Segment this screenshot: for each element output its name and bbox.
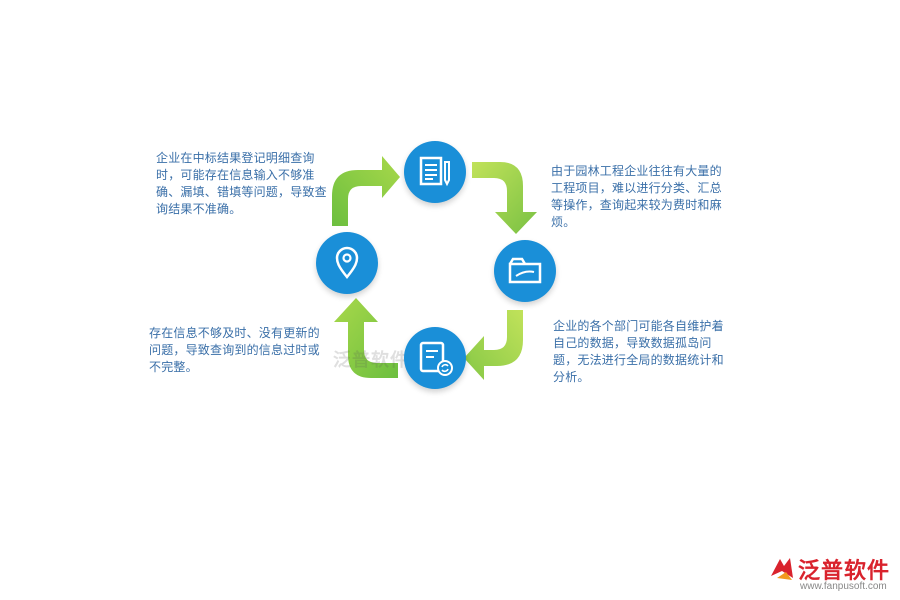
- arrow-left-to-top: [332, 156, 400, 226]
- node-bottom: [404, 327, 466, 389]
- text-bottom-left: 存在信息不够及时、没有更新的问题，导致查询到的信息过时或不完整。: [149, 326, 320, 374]
- brand-logo-icon: [771, 558, 793, 580]
- watermark: 泛普软件: [333, 350, 409, 371]
- arrow-right-to-bottom: [464, 310, 523, 380]
- text-bottom-right: 企业的各个部门可能各自维护着自己的数据，导致数据孤岛问题，无法进行全局的数据统计…: [553, 319, 724, 384]
- node-right: [494, 240, 556, 302]
- arrow-bottom-to-left-shape: [334, 298, 398, 378]
- arrow-top-to-right: [472, 162, 537, 234]
- folder-icon: [508, 257, 542, 284]
- node-left: [316, 232, 378, 294]
- text-top-left: 企业在中标结果登记明细查询时，可能存在信息输入不够准确、漏填、错填等问题，导致查…: [156, 151, 327, 216]
- brand-logo: 泛普软件 www.fanpusoft.com: [768, 552, 894, 596]
- document-pencil-icon: [419, 156, 450, 187]
- node-top: [404, 141, 466, 203]
- brand-name: 泛普软件: [798, 559, 891, 584]
- location-pin-icon: [335, 246, 359, 279]
- document-refresh-icon: [419, 341, 453, 376]
- text-top-right: 由于园林工程企业往往有大量的工程项目，难以进行分类、汇总等操作，查询起来较为费时…: [551, 164, 722, 229]
- brand-url: www.fanpusoft.com: [800, 581, 887, 592]
